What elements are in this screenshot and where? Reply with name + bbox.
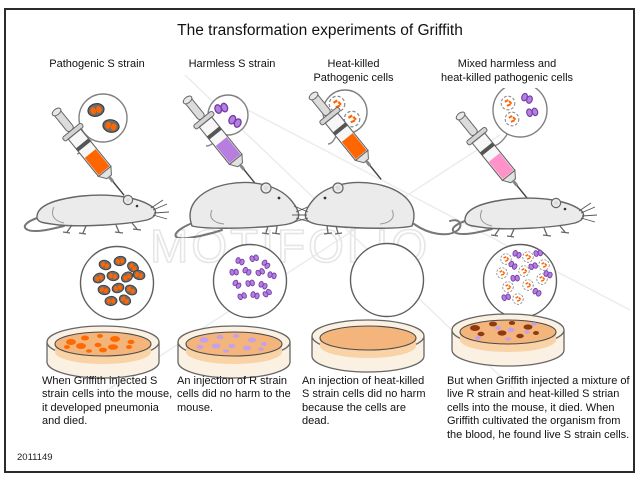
injection-scene-4 [448,88,598,238]
caption-3: An injection of heat-killed S strain cel… [302,375,426,428]
petri-dish-1 [46,325,160,379]
figure-id: 2011149 [17,452,53,463]
caption-2: An injection of R strain cells did no ha… [177,375,291,414]
thought-bubble [78,93,128,143]
injection-scene-2 [174,89,313,238]
dead-cell-icon [504,111,520,127]
injection-scene-1 [23,93,171,235]
petri-dish-4 [451,313,565,367]
dead-cell-icon [500,95,516,111]
cell-sample-circle-2 [212,243,288,319]
s-colonies [64,334,135,353]
thought-bubble [492,88,548,138]
mouse-tail [174,223,223,238]
r-colonies [196,334,267,353]
caption-1: When Griffith injected S strain cells in… [42,375,173,428]
cell-sample-circle-3 [349,242,425,318]
cell-sample-circle-1 [79,245,155,321]
column-header-3: Heat-killed Pathogenic cells [313,58,394,84]
mouse-tail [413,219,462,236]
column-header-4: Mixed harmless and heat-killed pathogeni… [440,58,574,84]
dead-mouse-icon [23,194,171,235]
caption-4: But when Griffith injected a mixture of … [447,375,630,441]
column-header-2: Harmless S strain [188,58,276,70]
petri-dish-2 [177,325,291,379]
injection-scene-3 [291,88,462,236]
diagram-title: The transformation experiments of Griffi… [177,22,463,39]
column-header-1: Pathogenic S strain [49,58,145,70]
alive-mouse-icon [291,181,415,235]
petri-dish-3 [311,319,425,373]
dead-mouse-icon [451,197,598,238]
bubble-tail [491,132,509,147]
s-colonies-dark [470,321,539,339]
r-colonies [475,322,537,341]
